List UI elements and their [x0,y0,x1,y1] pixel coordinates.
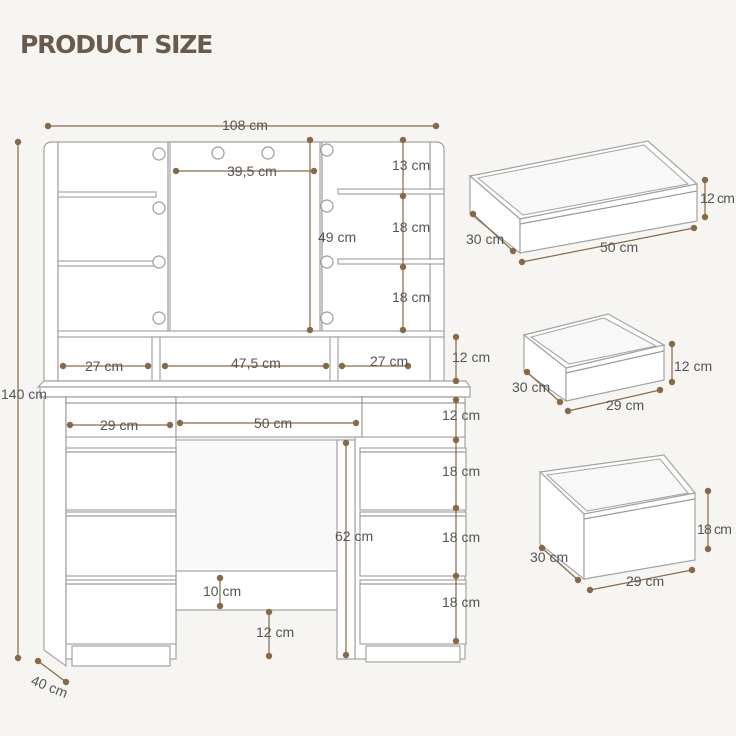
bulb-icon [152,255,166,269]
page-title: PRODUCT SIZE [20,30,213,59]
drawer-right-1 [359,447,467,511]
drawer-1-height-label: 12 cm [700,190,734,206]
depth-label: 40 cm [29,672,70,701]
knee-height-label: 62 cm [335,528,373,544]
drawer-2-width-label: 29 cm [606,397,644,413]
drawer-right-2 [359,511,467,577]
hutch-left-side [43,141,59,382]
drawer-3-width-label: 29 cm [626,573,664,589]
drawer-3-height-label: 18 cm [697,521,731,537]
mirror-width-label: 39,5 cm [227,163,277,179]
hutch-divider-left [151,336,161,382]
drawer-left-top [65,396,177,438]
base-right-label: 27 cm [370,353,408,369]
drawer-left-width-label: 29 cm [100,417,138,433]
drawer-2-depth-label: 30 cm [512,379,550,395]
desk [36,380,472,668]
hutch-divider-right [329,336,339,382]
mirror [169,141,321,333]
base-left-label: 27 cm [85,358,123,374]
drawer-left-3 [65,579,177,645]
left-shelf-top [57,191,157,198]
right-shelf-top [337,188,445,195]
bulb-icon [320,255,334,269]
bulb-icon [152,201,166,215]
dimension-labels: 108 cm 140 cm 40 cm 39,5 cm 49 cm 13 cm … [1,117,490,701]
base-height-label: 12 cm [452,349,490,365]
bulb-icon [261,146,275,160]
drawer-r2-label: 18 cm [442,529,480,545]
drawer-center-width-label: 50 cm [254,415,292,431]
drawer-center [175,396,363,438]
crossbar [175,570,338,611]
width-label: 108 cm [222,117,268,133]
drawer-top-height-label: 12 cm [442,407,480,423]
right-shelf-middle [337,258,445,265]
drawer-diagram-3: 30 cm 29 cm 18 cm [530,454,732,594]
drawer-1-depth-label: 30 cm [466,231,504,247]
bulb-icon [152,311,166,325]
drawer-diagram-1: 30 cm 50 cm 12 cm [466,140,735,266]
drawer-diagram-2: 30 cm 29 cm 12 cm [512,313,712,415]
left-pedestal-side [43,396,67,668]
drawer-r3-label: 18 cm [442,594,480,610]
bulb-icon [320,199,334,213]
left-shelf-middle [57,260,157,267]
hutch-lower-shelf [57,330,445,338]
desktop-surface [36,380,472,388]
shelf-13-label: 13 cm [392,157,430,173]
bottom-gap-label: 12 cm [256,624,294,640]
mirror-height-label: 49 cm [318,229,356,245]
dimension-lines [14,122,460,686]
drawer-right-3 [359,579,467,645]
drawer-right-top [361,396,466,438]
drawer-left-1 [65,447,177,511]
base-mid-label: 47,5 cm [231,355,281,371]
drawer-2-height-label: 12 cm [674,358,712,374]
shelf-18a-label: 18 cm [392,219,430,235]
drawer-1-width-label: 50 cm [600,239,638,255]
height-label: 140 cm [1,386,47,402]
right-plinth [365,645,461,663]
drawer-left-2 [65,511,177,577]
bulb-icon [211,146,225,160]
drawer-3-depth-label: 30 cm [530,549,568,565]
bulb-icon [320,311,334,325]
desktop-front [39,386,471,398]
left-plinth [71,645,171,667]
drawer-r1-label: 18 cm [442,463,480,479]
crossbar-height-label: 10 cm [203,583,241,599]
bulb-icon [152,147,166,161]
bulbs [152,143,334,325]
shelf-18b-label: 18 cm [392,289,430,305]
bulb-icon [320,143,334,157]
